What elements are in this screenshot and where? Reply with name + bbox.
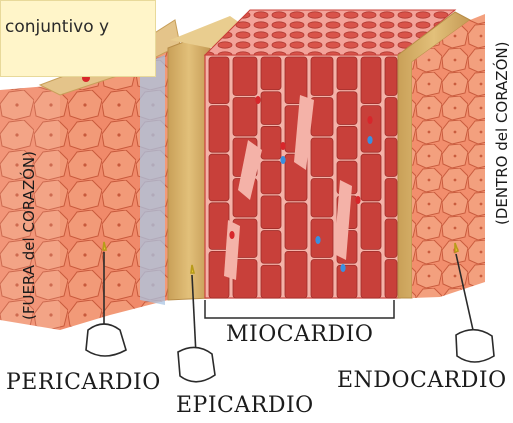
muscle-fiber-segment <box>361 154 381 201</box>
muscle-fiber-segment <box>261 161 281 194</box>
cell-nucleus <box>255 96 260 104</box>
muscle-fiber-segment <box>385 138 397 177</box>
muscle-fiber-segment <box>311 138 333 177</box>
muscle-fiber-segment <box>209 106 229 153</box>
muscle-fiber-segment <box>337 126 357 159</box>
muscle-fiber-segment <box>337 57 357 90</box>
muscle-fiber-segment <box>311 219 333 258</box>
label-inside-heart: (DENTRO del CORAZÓN) <box>493 42 511 225</box>
muscle-fiber-segment <box>261 196 281 229</box>
cell-nucleus <box>280 142 285 150</box>
muscle-fiber-segment <box>311 57 333 96</box>
muscle-fiber-segment <box>311 98 333 137</box>
muscle-fiber-segment <box>209 203 229 250</box>
muscle-fiber-segment <box>385 57 397 96</box>
cell-nucleus <box>280 156 285 164</box>
cell-nucleus <box>367 116 372 124</box>
callout-note: conjuntivo y <box>0 0 156 77</box>
muscle-fiber-segment <box>209 57 229 104</box>
muscle-fiber-segment <box>233 98 257 137</box>
muscle-fiber-segment <box>385 179 397 218</box>
muscle-fiber-segment <box>361 106 381 153</box>
cell-nucleus <box>355 196 360 204</box>
muscle-fiber-segment <box>361 57 381 104</box>
muscle-fiber-segment <box>261 231 281 264</box>
muscle-fiber-segment <box>261 126 281 159</box>
label-outside-heart: (FUERA del CORAZÓN) <box>20 151 38 320</box>
muscle-fiber-segment <box>285 251 307 298</box>
muscle-fiber-segment <box>311 260 333 299</box>
muscle-fiber-segment <box>209 154 229 201</box>
label-epicardio: EPICARDIO <box>176 393 314 418</box>
muscle-fiber-segment <box>233 57 257 96</box>
muscle-fiber-segment <box>285 203 307 250</box>
muscle-fiber-segment <box>385 98 397 137</box>
endocardium-tissue <box>398 12 485 298</box>
callout-note-text: conjuntivo y <box>5 17 109 37</box>
muscle-fiber-segment <box>261 57 281 90</box>
muscle-fiber-segment <box>337 92 357 125</box>
label-pericardio: PERICARDIO <box>6 370 161 395</box>
label-miocardio: MIOCARDIO <box>226 322 373 347</box>
cell-nucleus <box>229 231 234 239</box>
muscle-fiber-segment <box>261 265 281 298</box>
muscle-fiber-segment <box>337 265 357 298</box>
muscle-fiber-segment <box>361 203 381 250</box>
cell-nucleus <box>367 136 372 144</box>
muscle-fiber-segment <box>361 251 381 298</box>
label-endocardio: ENDOCARDIO <box>337 368 507 393</box>
miocardio-bracket <box>205 300 394 318</box>
cell-nucleus <box>340 264 345 272</box>
muscle-fiber-segment <box>311 179 333 218</box>
muscle-fiber-segment <box>385 219 397 258</box>
cell-nucleus <box>315 236 320 244</box>
muscle-fiber-segment <box>261 92 281 125</box>
muscle-fiber-segment <box>385 260 397 299</box>
